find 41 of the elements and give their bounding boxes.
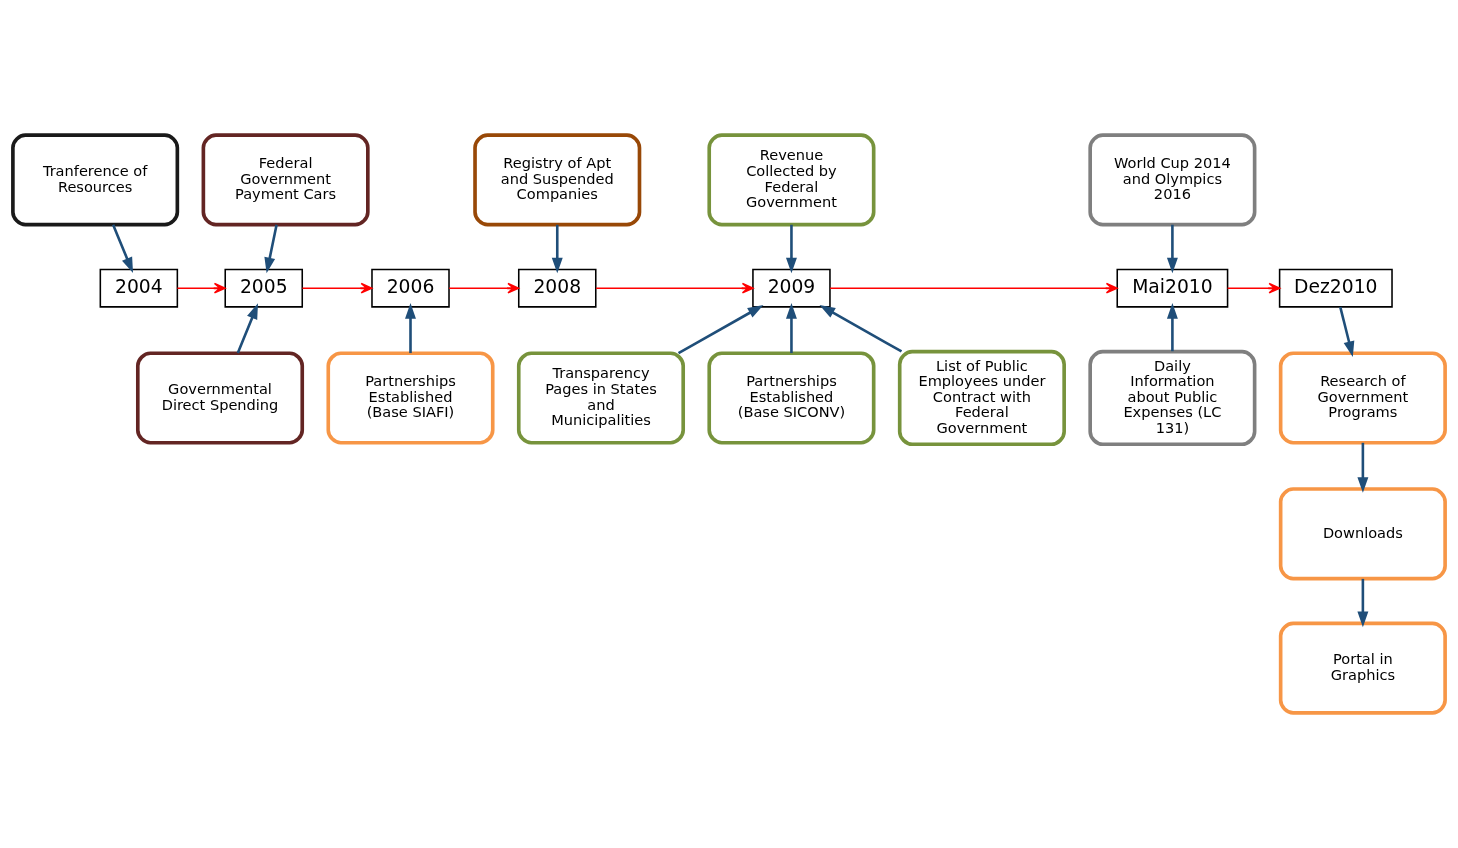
arrow [595,282,754,294]
node-box: Portal in Graphics [1278,621,1447,715]
arrow [1357,442,1369,493]
node-box: 2008 [517,268,597,308]
node-box: Daily Information about Public Expenses (LC 131) [1088,349,1257,447]
arrow [301,282,373,294]
node-box: 2005 [224,268,304,308]
arrow [236,303,258,354]
node-box: World Cup 2014 and Olympics 2016 [1088,133,1257,227]
arrow [1357,578,1369,628]
arrow [785,303,797,354]
arrow [1226,282,1281,294]
node-box: Dez2010 [1278,268,1393,308]
node-box: Partnerships Established (Base SIAFI) [326,351,495,445]
arrow [448,282,520,294]
node-box: Mai2010 [1116,268,1229,308]
arrow [1166,224,1178,274]
arrow [819,305,903,353]
arrow [264,224,278,274]
node-box: Downloads [1278,487,1447,581]
node-box: Research of Government Programs [1278,351,1447,445]
node-box: List of Public Employees under Contract with Federal Government [897,349,1066,447]
arrow [829,282,1118,294]
arrow [1339,306,1355,357]
node-box: 2009 [752,268,831,308]
node-box: Federal Government Payment Cars [201,133,370,227]
node-box: Registry of Apt and Suspended Companies [473,133,642,227]
node-box: Governmental Direct Spending [136,351,305,445]
arrow [176,282,226,294]
node-box: Partnerships Established (Base SICONV) [707,351,876,445]
arrow [1166,303,1178,352]
node-box: Tranference of Resources [11,133,180,227]
arrow [551,224,563,274]
node-box: Revenue Collected by Federal Government [707,133,876,227]
arrow [677,305,764,355]
node-box: Transparency Pages in States and Municipalities [516,351,686,445]
arrow [405,303,416,354]
arrow [785,224,797,274]
node-box: 2006 [371,268,450,308]
node-box: 2004 [99,268,179,308]
arrow [111,224,134,273]
